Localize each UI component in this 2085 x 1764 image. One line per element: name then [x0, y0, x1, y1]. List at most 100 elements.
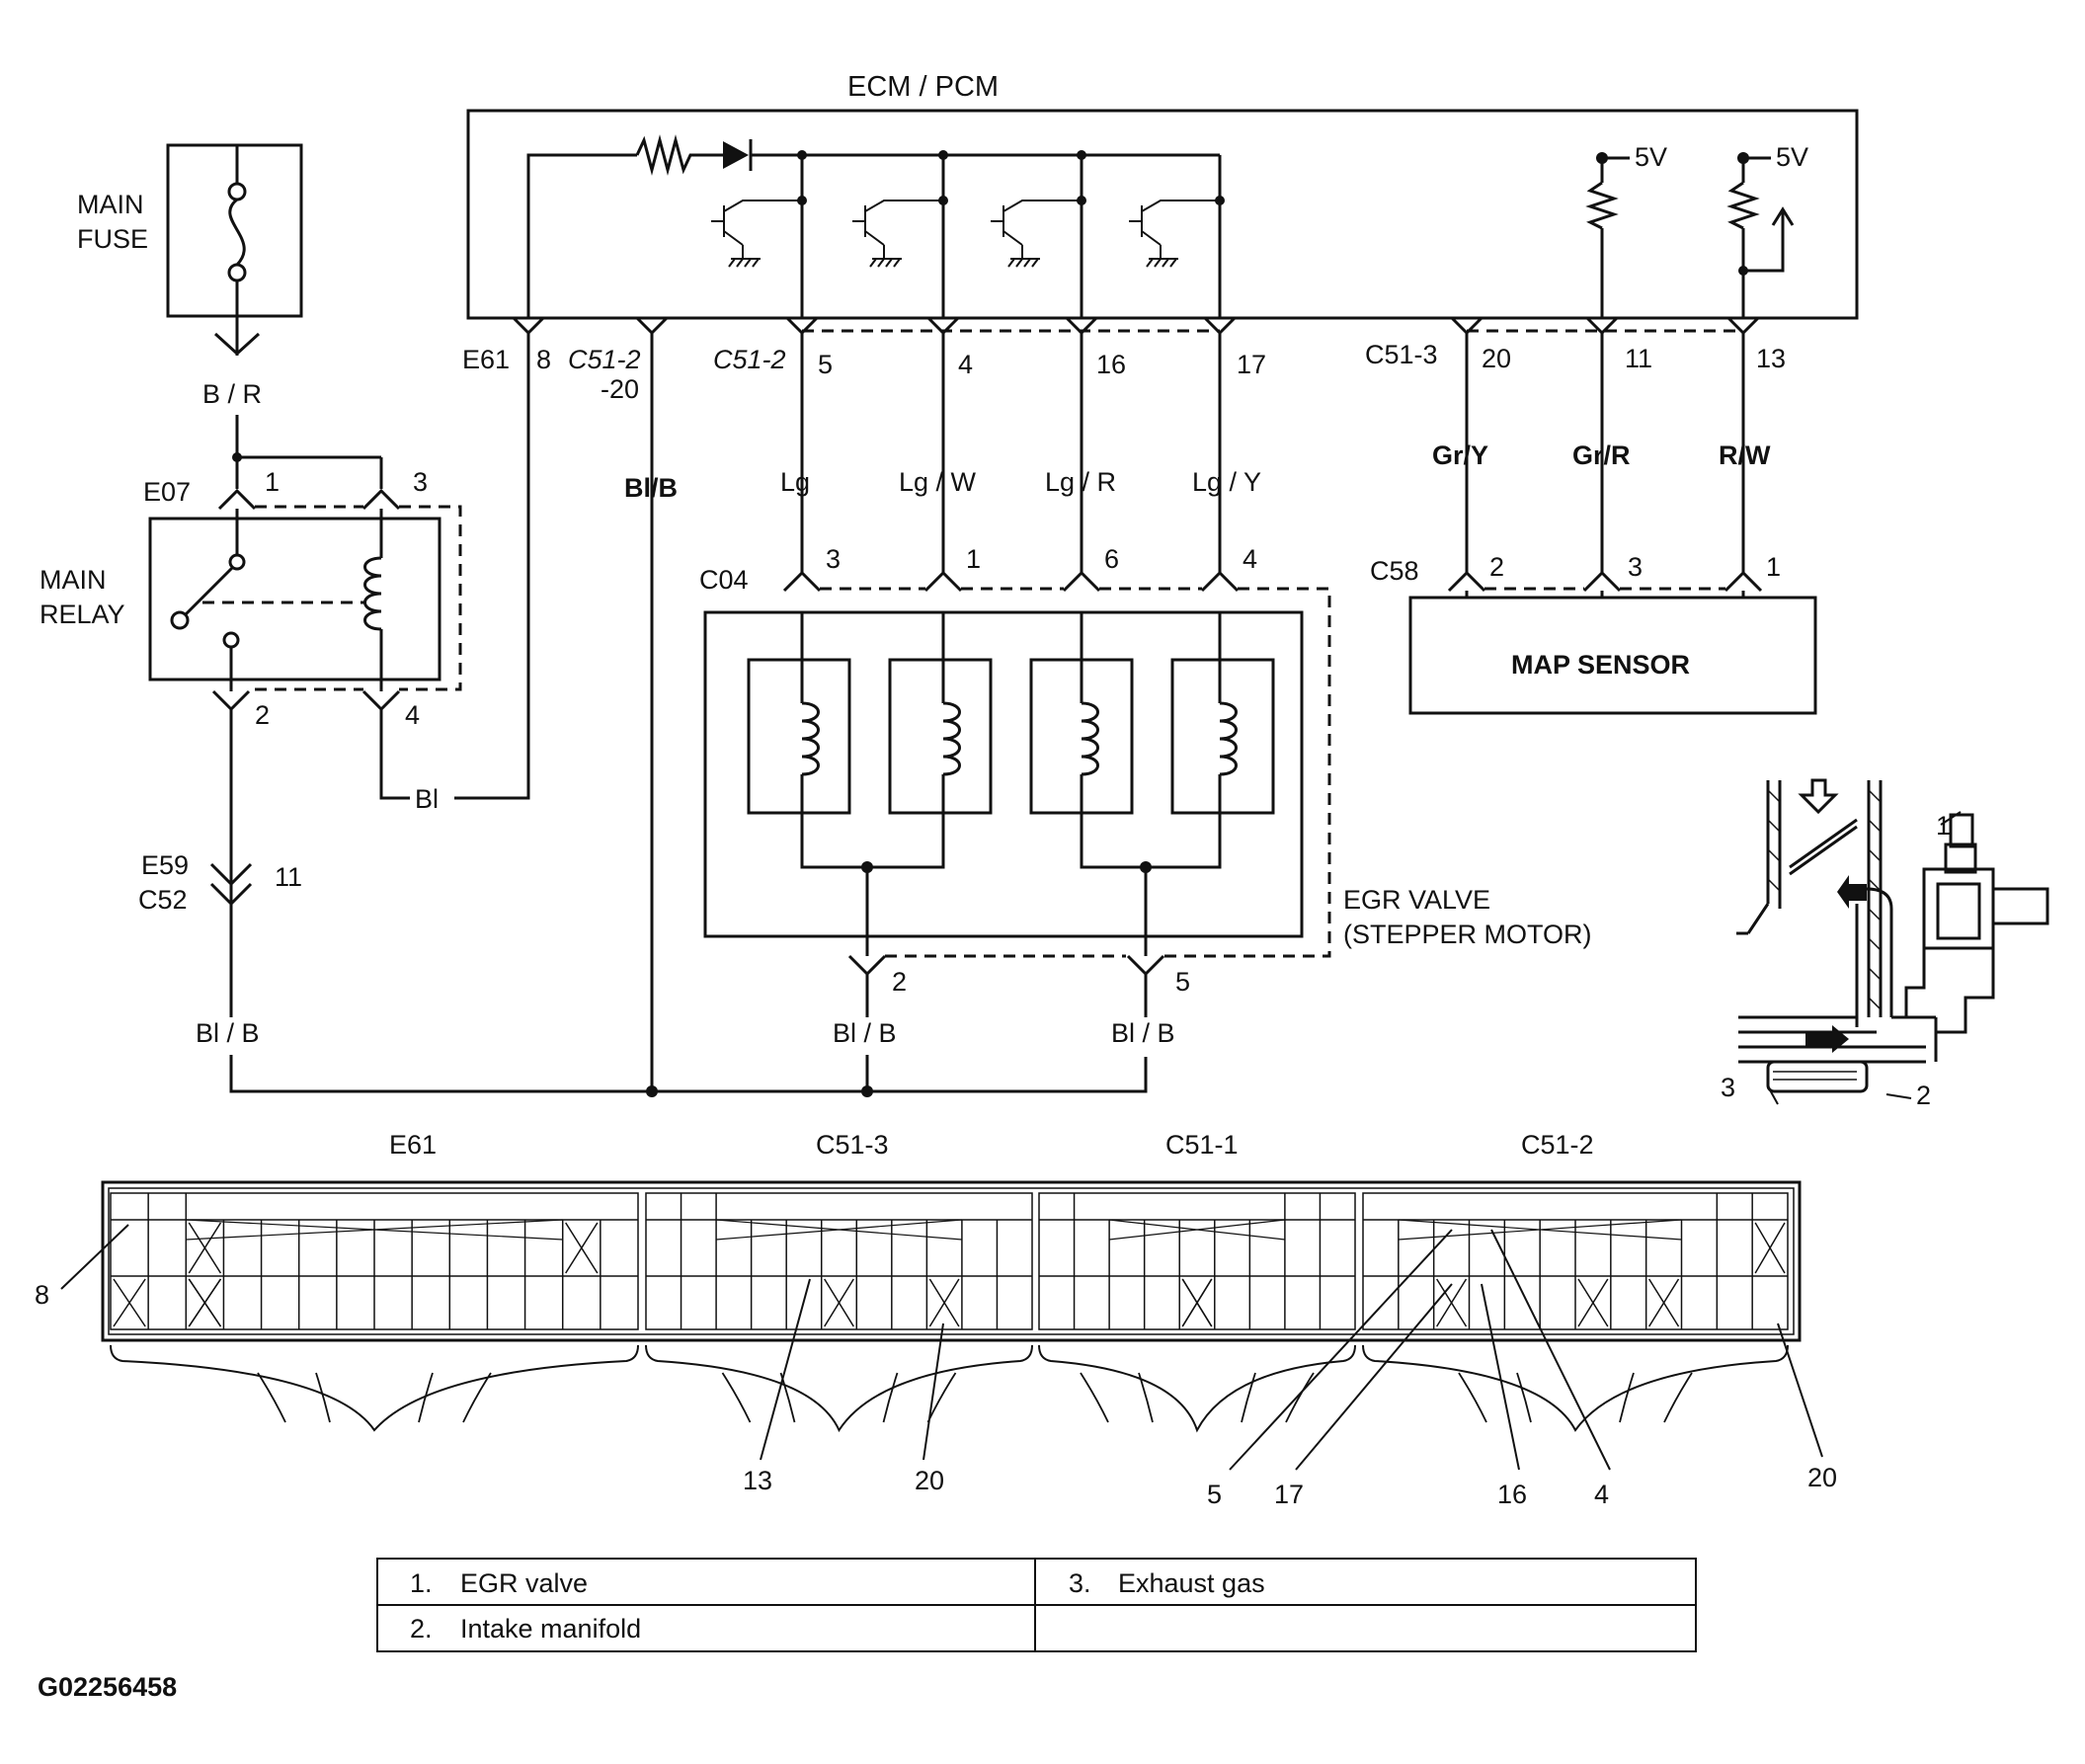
pin-e07-3: 3: [413, 467, 428, 497]
main-relay-bottom-terminals: [211, 333, 530, 884]
egr-inset-illustration: [1736, 778, 2049, 1105]
wire-br: B / R: [202, 379, 262, 409]
pin-e07-1: 1: [265, 467, 280, 497]
legend-table: [376, 1558, 1697, 1652]
face-callout-leaders: [60, 1224, 1823, 1471]
main-fuse-box: [166, 143, 303, 318]
face-title-c51-3: C51-3: [816, 1130, 889, 1160]
pin-c513-11: 11: [1625, 344, 1652, 373]
connector-face-view: [101, 1180, 1802, 1433]
connector-c58: C58: [1370, 556, 1419, 586]
wire-lgy: Lg / Y: [1192, 467, 1261, 497]
pin-c04-5: 5: [1175, 967, 1190, 997]
main-fuse-label-2: FUSE: [77, 224, 148, 254]
egr-valve-box: [703, 610, 1304, 938]
face-title-c51-2: C51-2: [1521, 1130, 1594, 1160]
pin-c51-17: 17: [1237, 350, 1266, 379]
pin-c04-6: 6: [1104, 544, 1119, 574]
map-sensor-wires: [1447, 333, 1763, 598]
connector-c51-2-a: C51-2: [568, 345, 641, 374]
ecm-power-rail: [526, 134, 1220, 318]
pin-c513-20: 20: [1482, 344, 1511, 373]
inset-callout-2: 2: [1916, 1081, 1931, 1110]
pin-c04-1: 1: [966, 544, 981, 574]
face-title-e61: E61: [389, 1130, 437, 1160]
wire-blb-egr-5: Bl / B: [1111, 1018, 1175, 1048]
voltage-label-1: 5V: [1635, 142, 1667, 172]
egr-signal-wires: [800, 333, 1222, 449]
face-callout-17: 17: [1274, 1480, 1304, 1509]
pin-c58-2: 2: [1489, 552, 1504, 582]
legend-num-2: 2.: [410, 1614, 433, 1644]
main-fuse-symbol: [213, 145, 261, 357]
pin-c04-3: 3: [826, 544, 841, 574]
wire-blb-relay: Bl / B: [196, 1018, 260, 1048]
main-relay-label-2: RELAY: [40, 600, 125, 629]
wire-gry: Gr/Y: [1432, 441, 1488, 470]
wire-blb-main: Bl/B: [624, 473, 678, 503]
pin-e07-4: 4: [405, 700, 420, 730]
inset-callout-3: 3: [1721, 1073, 1735, 1102]
pin-c51-16: 16: [1096, 350, 1126, 379]
pin-c04-4: 4: [1243, 544, 1257, 574]
wire-grr: Gr/R: [1572, 441, 1631, 470]
legend-num-1: 1.: [410, 1568, 433, 1598]
ecm-drivers: [711, 150, 1225, 318]
voltage-label-2: 5V: [1776, 142, 1808, 172]
ecm-box: [466, 109, 1859, 320]
main-relay-label-1: MAIN: [40, 565, 107, 595]
main-relay-switch: [170, 519, 383, 680]
main-fuse-label-1: MAIN: [77, 190, 144, 219]
face-callout-20b: 20: [1807, 1463, 1837, 1492]
face-title-c51-1: C51-1: [1165, 1130, 1239, 1160]
ecm-label: ECM / PCM: [847, 71, 999, 103]
pin-e59-11: 11: [275, 862, 302, 892]
face-callout-13: 13: [743, 1466, 772, 1495]
pin-e61-8: 8: [536, 345, 551, 374]
pin-c51-4: 4: [958, 350, 973, 379]
connector-c04: C04: [699, 565, 749, 595]
connector-c51-3: C51-3: [1365, 340, 1438, 369]
connector-c51-2-b: C51-2: [713, 345, 786, 374]
connector-e07: E07: [143, 477, 191, 507]
face-callout-8: 8: [35, 1280, 49, 1310]
wire-blb-egr-2: Bl / B: [833, 1018, 897, 1048]
main-relay-wiring: [217, 415, 462, 691]
figure-id: G02256458: [38, 1672, 177, 1702]
map-sensor-box: [1408, 596, 1817, 715]
face-callout-20a: 20: [915, 1466, 944, 1495]
inset-callout-1: 1: [1936, 811, 1951, 841]
face-callout-5: 5: [1207, 1480, 1222, 1509]
c04-connector: [782, 449, 1331, 958]
wire-rw: R/W: [1719, 441, 1771, 470]
e59-c52-junction: [209, 862, 253, 1017]
egr-valve-label-1: EGR VALVE: [1343, 885, 1490, 915]
main-relay-box: [148, 517, 441, 682]
connector-c51-2-pin20: -20: [601, 374, 639, 404]
legend-text-2: Intake manifold: [460, 1614, 641, 1644]
ecm-5v-pullups: 5V 5V: [1585, 142, 1808, 318]
egr-coils: [747, 612, 1275, 1017]
egr-valve-label-2: (STEPPER MOTOR): [1343, 920, 1592, 949]
face-callout-4: 4: [1594, 1480, 1609, 1509]
pin-c58-3: 3: [1628, 552, 1643, 582]
connector-e59: E59: [141, 850, 189, 880]
pin-e07-2: 2: [255, 700, 270, 730]
wire-lgw: Lg / W: [899, 467, 977, 497]
legend-text-1: EGR valve: [460, 1568, 588, 1598]
legend-num-3: 3.: [1069, 1568, 1091, 1598]
wire-lg: Lg: [780, 467, 810, 497]
connector-e61: E61: [462, 345, 510, 374]
pin-c51-5: 5: [818, 350, 833, 379]
pin-c58-1: 1: [1766, 552, 1781, 582]
connector-c52: C52: [138, 885, 188, 915]
face-callout-16: 16: [1497, 1480, 1527, 1509]
pin-c513-13: 13: [1756, 344, 1786, 373]
map-sensor-label: MAP SENSOR: [1511, 650, 1690, 680]
legend-text-3: Exhaust gas: [1118, 1568, 1265, 1598]
pin-c04-2: 2: [892, 967, 907, 997]
ground-bus: [229, 333, 1148, 1097]
wire-bl: Bl: [415, 784, 439, 814]
